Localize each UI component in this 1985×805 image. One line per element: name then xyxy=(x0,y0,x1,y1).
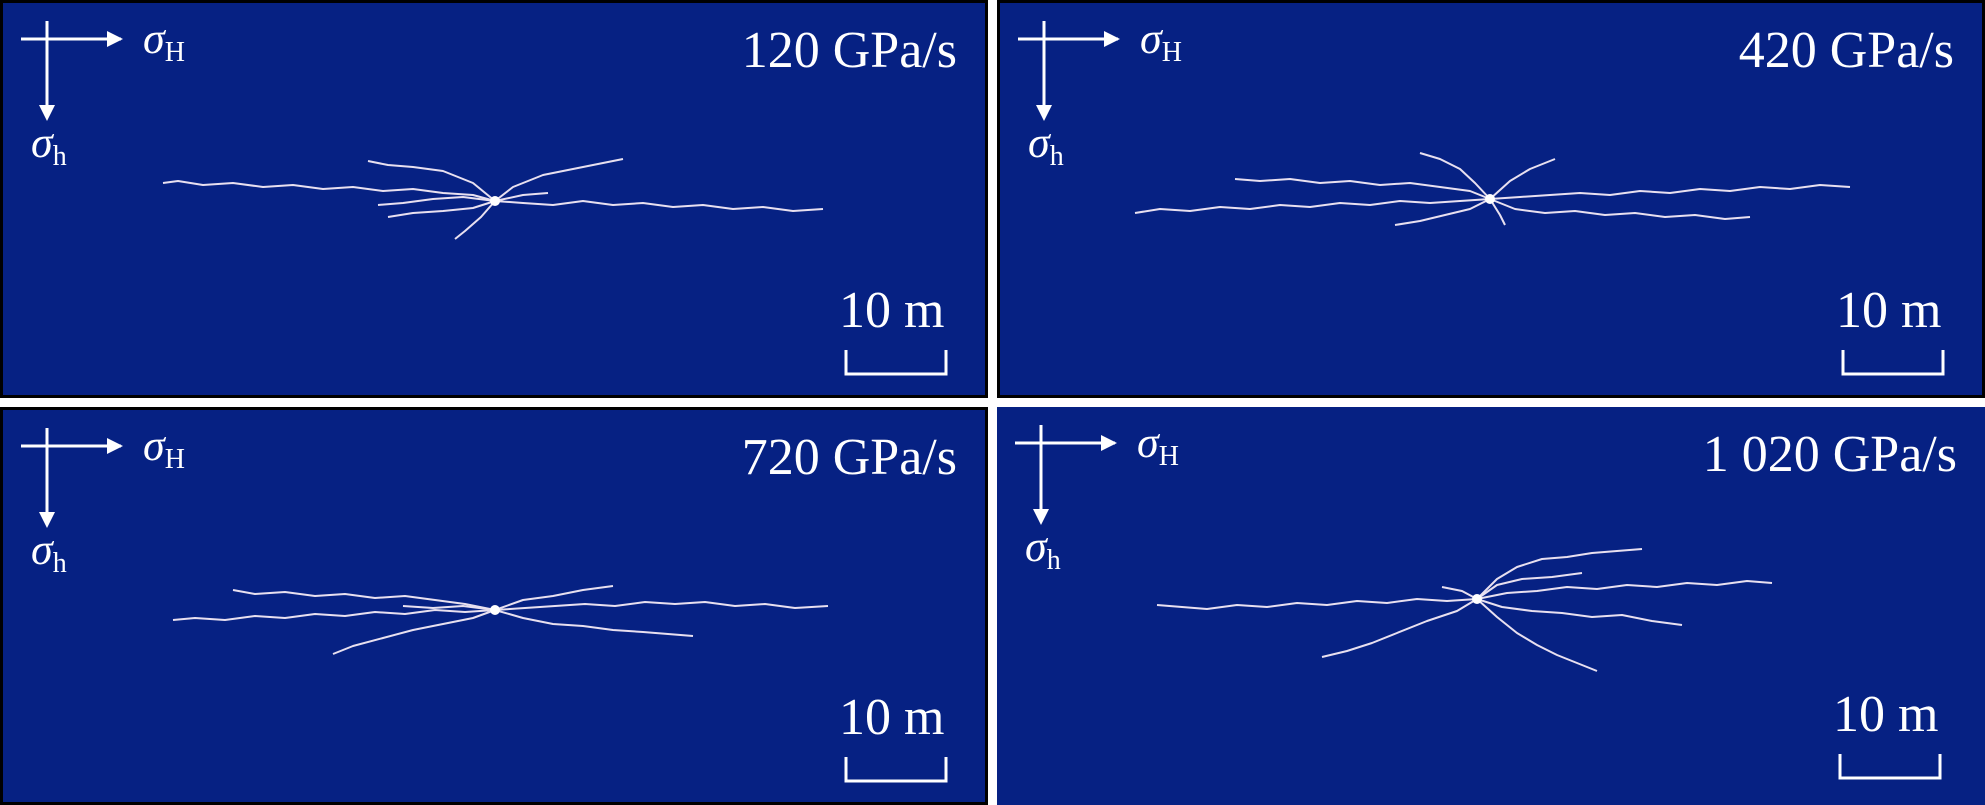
fracture-panel-1020: σH σh 1 020 GPa/s 10 m xyxy=(997,407,1985,805)
scale-bar-label: 10 m xyxy=(839,689,945,746)
sigma-h-label: σh xyxy=(31,525,67,579)
scale-bar-label: 10 m xyxy=(1836,282,1942,339)
sigma-h-label: σh xyxy=(1025,522,1061,576)
fracture-panel-420: σH σh 420 GPa/s 10 m xyxy=(997,0,1985,398)
fracture-network xyxy=(1156,548,1773,672)
loading-rate-label: 1 020 GPa/s xyxy=(1702,426,1957,483)
scale-bar xyxy=(844,757,948,783)
scale-bar xyxy=(1841,350,1945,376)
loading-rate-label: 120 GPa/s xyxy=(741,22,957,79)
scale-bar-label: 10 m xyxy=(839,282,945,339)
fracture-panel-720: σH σh 720 GPa/s 10 m xyxy=(0,407,988,805)
sigma-H-label: σH xyxy=(1140,14,1182,68)
loading-rate-label: 720 GPa/s xyxy=(741,429,957,486)
sigma-h-label: σh xyxy=(31,118,67,172)
scale-bar xyxy=(844,350,948,376)
loading-rate-label: 420 GPa/s xyxy=(1738,22,1954,79)
fracture-panel-120: σH σh 120 GPa/s 10 m xyxy=(0,0,988,398)
stress-axes-icon xyxy=(1018,21,1120,121)
fracture-network xyxy=(1134,152,1851,226)
scale-bar-label: 10 m xyxy=(1833,686,1939,743)
sigma-H-label: σH xyxy=(1137,418,1179,472)
sigma-h-label: σh xyxy=(1028,118,1064,172)
sigma-H-label: σH xyxy=(143,14,185,68)
stress-axes-icon xyxy=(21,21,123,121)
scale-bar xyxy=(1838,754,1942,780)
sigma-H-label: σH xyxy=(143,421,185,475)
stress-axes-icon xyxy=(1015,425,1117,525)
fracture-network xyxy=(172,585,829,655)
stress-axes-icon xyxy=(21,428,123,528)
fracture-network xyxy=(162,158,824,240)
